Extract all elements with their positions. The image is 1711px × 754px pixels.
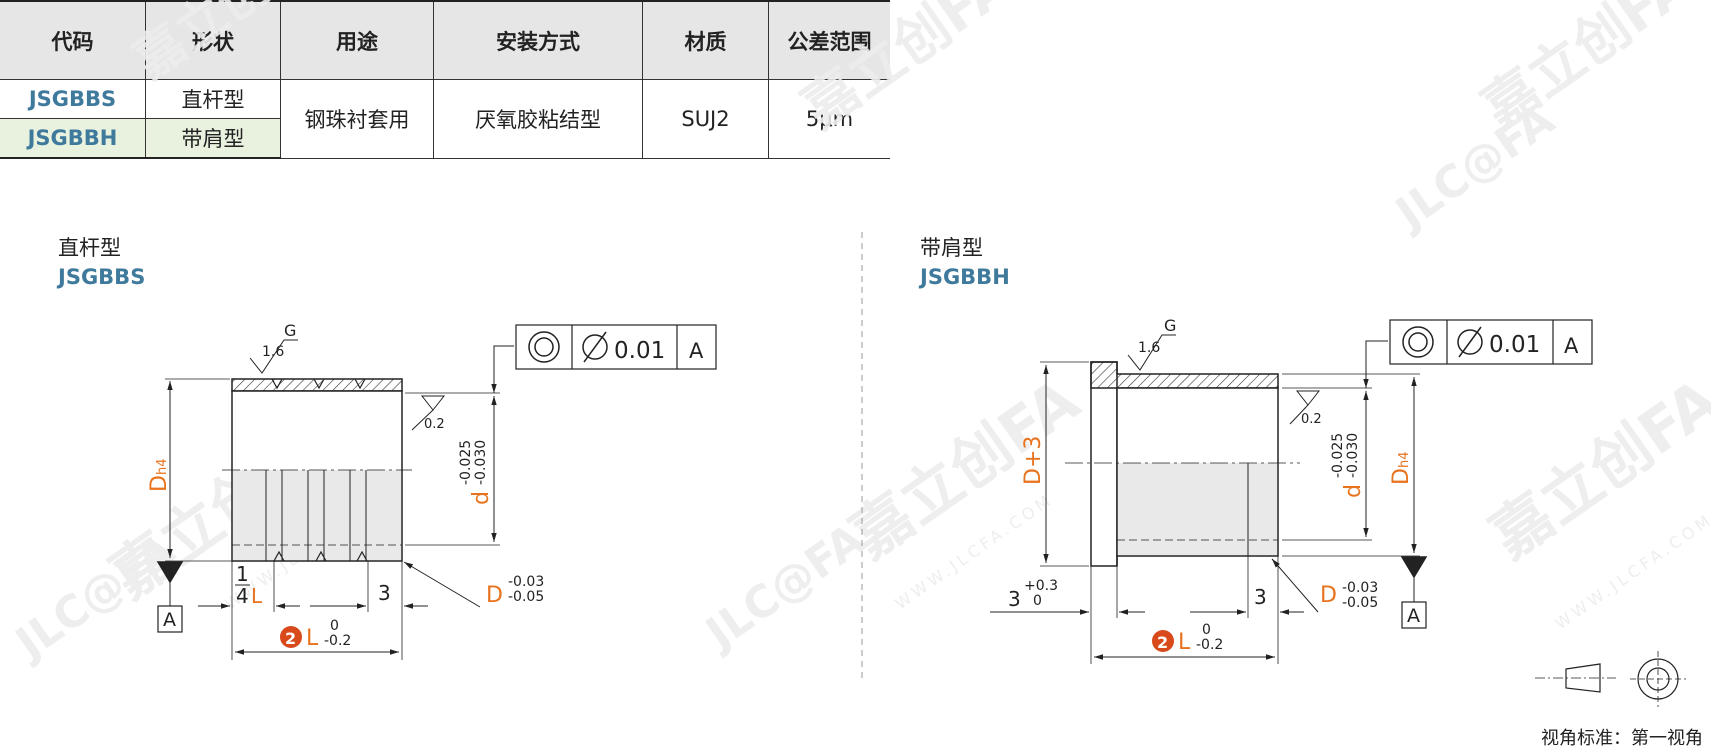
left-section-code: JSGBBS: [58, 265, 146, 289]
right-section-title: 带肩型: [920, 236, 983, 260]
bore-tol-lower: -0.030: [1345, 433, 1361, 478]
diameter-fit: h4: [1397, 451, 1412, 468]
datum-label: A: [1407, 605, 1420, 627]
col-header-tolerance: 公差范围: [768, 0, 890, 80]
outer-tol-upper: -0.03: [508, 574, 544, 590]
diameter-fit: h4: [155, 458, 170, 475]
bore-label: d: [469, 491, 494, 505]
outer-diameter-label: D: [1320, 583, 1337, 608]
row-code: JSGBBH: [0, 118, 146, 159]
flange-dim: 3: [1008, 587, 1021, 611]
quarter-length-label: L: [251, 584, 263, 608]
datum-label: A: [163, 609, 176, 631]
left-section-title: 直杆型: [58, 236, 121, 260]
svg-text:嘉立创FA: 嘉立创FA: [791, 0, 1024, 141]
flatness-value: 0.2: [424, 417, 445, 432]
flange-diameter-label: D+3: [1021, 436, 1046, 485]
concentricity-datum: A: [1564, 334, 1579, 358]
bore-tol-upper: -0.025: [458, 440, 474, 485]
usage-cell: 钢珠衬套用: [280, 79, 434, 159]
table-row: JSGBBH 带肩型: [0, 118, 890, 159]
right-section-code: JSGBBH: [920, 265, 1010, 289]
length-marker: 2: [1157, 633, 1168, 652]
svg-text:JLC@FA: JLC@FA: [695, 514, 874, 661]
diameter-label: D: [147, 475, 172, 492]
grind-mark: G: [1164, 316, 1176, 335]
length-tol-lower: -0.2: [1196, 637, 1223, 653]
outer-diameter-label: D: [486, 583, 503, 608]
bore-tol-upper: -0.025: [1330, 433, 1346, 478]
table-row: JSGBBS 直杆型 钢珠衬套用 厌氧胶粘结型 SUJ2 5μm: [0, 79, 890, 159]
straight-bushing-drawing: [156, 324, 717, 660]
diameter-label: D: [1389, 468, 1414, 485]
quarter-numerator: 1: [236, 562, 249, 586]
view-standard-label: 视角标准：第一视角: [1541, 728, 1703, 749]
flange-tol-upper: +0.3: [1024, 578, 1058, 594]
svg-text:嘉立创FA: 嘉立创FA: [838, 365, 1092, 572]
row-code: JSGBBS: [0, 79, 146, 119]
groove-dim: 3: [378, 581, 391, 605]
col-header-usage: 用途: [280, 0, 434, 80]
tolerance-cell: 5μm: [768, 79, 890, 159]
length-marker: 2: [285, 629, 296, 648]
quarter-denominator: 4: [236, 584, 249, 608]
flatness-value: 0.2: [1301, 412, 1322, 427]
row-shape: 带肩型: [145, 118, 281, 159]
length-label: L: [306, 626, 319, 651]
roughness-value: 1.6: [262, 344, 284, 360]
groove-dim: 3: [1254, 585, 1267, 609]
bore-tol-lower: -0.030: [473, 440, 489, 485]
col-header-code: 代码: [0, 0, 146, 80]
length-tol-upper: 0: [330, 618, 339, 634]
svg-text:JLC@FA: JLC@FA: [1385, 94, 1564, 241]
roughness-value: 1.6: [1138, 340, 1160, 356]
length-tol-lower: -0.2: [324, 633, 351, 649]
concentricity-value: 0.01: [614, 338, 665, 364]
outer-tol-lower: -0.05: [1342, 595, 1378, 611]
flange-tol-lower: 0: [1033, 593, 1042, 609]
concentricity-datum: A: [689, 339, 704, 363]
length-label: L: [1178, 630, 1191, 655]
table-header-row: 代码 形状 用途 安装方式 材质 公差范围: [0, 0, 890, 80]
length-tol-upper: 0: [1202, 622, 1211, 638]
flanged-bushing-drawing: [990, 319, 1686, 707]
spec-table: 代码 形状 用途 安装方式 材质 公差范围 JSGBBS 直杆型 钢珠衬套用 厌…: [0, 0, 890, 159]
material-cell: SUJ2: [642, 79, 769, 159]
row-shape: 直杆型: [145, 79, 281, 119]
svg-text:嘉立创FA: 嘉立创FA: [124, 0, 335, 90]
concentricity-value: 0.01: [1489, 332, 1540, 358]
outer-tol-lower: -0.05: [508, 589, 544, 605]
bore-label: d: [1341, 484, 1366, 498]
outer-tol-upper: -0.03: [1342, 580, 1378, 596]
grind-mark: G: [284, 321, 296, 340]
col-header-install: 安装方式: [433, 0, 643, 80]
